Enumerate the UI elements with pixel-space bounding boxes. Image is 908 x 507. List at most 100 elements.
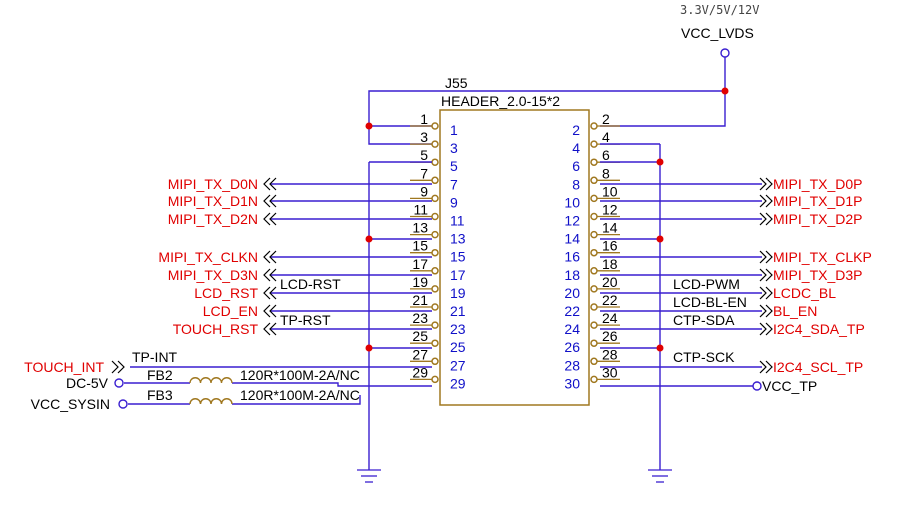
vcc-lvds-power-symbol (720, 48, 730, 58)
port-arrow-icon (759, 250, 773, 264)
connector-pin: 88 (572, 165, 620, 192)
junction-dot (365, 344, 373, 352)
pin-number-inner: 17 (450, 267, 466, 283)
port-arrow-icon (263, 322, 277, 336)
pin-circle (431, 357, 439, 366)
connector-pin: 25 25 (410, 328, 466, 355)
pin-number-outer: 22 (602, 292, 618, 308)
pin-number-outer: 8 (602, 165, 610, 181)
connector-ref: J55 (445, 75, 468, 91)
port-arrow-icon (263, 286, 277, 300)
pin-number-inner: 24 (564, 321, 580, 337)
pin-circle (590, 375, 598, 384)
pin-number-inner: 13 (450, 231, 466, 247)
pin-number-outer: 25 (412, 328, 428, 344)
vcc-tp-power-symbol (752, 381, 762, 391)
pin-number-inner: 30 (564, 375, 580, 391)
pin-number-inner: 12 (564, 213, 580, 229)
pin-number-inner: 10 (564, 194, 580, 210)
port-touch-rst: TOUCH_RST (173, 321, 259, 337)
net-ctp-sda: CTP-SDA (673, 312, 735, 328)
connector-left-pins: 1133557799111113131515171719192121232325… (410, 111, 466, 391)
pin-number-inner: 21 (450, 303, 466, 319)
port-arrow-icon (111, 360, 125, 374)
port-mipi-tx-d1p: MIPI_TX_D1P (773, 193, 862, 209)
port-mipi-tx-d1n: MIPI_TX_D1N (168, 193, 258, 209)
connector-pin: 22 22 (564, 292, 620, 319)
pin-number-inner: 28 (564, 357, 580, 373)
pin-number-outer: 27 (412, 346, 428, 362)
connector-pin: 24 24 (564, 310, 620, 337)
pin-number-outer: 16 (602, 238, 618, 254)
vcc-lvds-wire-left (368, 90, 725, 145)
port-arrow-icon (263, 250, 277, 264)
pin-number-inner: 27 (450, 357, 466, 373)
port-arrow-icon (263, 212, 277, 226)
connector-pin: 30 30 (564, 364, 620, 391)
pin-number-outer: 24 (602, 310, 618, 326)
pin-number-outer: 20 (602, 274, 618, 290)
pin-number-outer: 3 (420, 129, 428, 145)
port-i2c4-sda-tp: I2C4_SDA_TP (773, 321, 865, 337)
junction-dot (656, 158, 664, 166)
port-arrow-icon (759, 286, 773, 300)
port-bl-en: BL_EN (773, 303, 817, 319)
port-arrow-icon (759, 268, 773, 282)
fb3-ref: FB3 (147, 387, 173, 403)
connector-pin: 10 10 (564, 183, 620, 210)
pin-number-outer: 17 (412, 256, 428, 272)
pin-number-inner: 22 (564, 303, 580, 319)
port-arrow-icon (759, 304, 773, 318)
pin-number-inner: 7 (450, 176, 458, 192)
pin-number-outer: 2 (602, 111, 610, 127)
pin-number-inner: 6 (572, 158, 580, 174)
junction-dot (365, 235, 373, 243)
pin-number-inner: 2 (572, 122, 580, 138)
port-arrow-icon (759, 177, 773, 191)
connector-pin: 99 (410, 183, 458, 210)
pin-circle (431, 375, 439, 384)
connector-pin: 77 (410, 165, 458, 192)
pin-number-outer: 10 (602, 183, 618, 199)
pin-circle (431, 194, 439, 203)
port-mipi-tx-d3p: MIPI_TX_D3P (773, 267, 862, 283)
pin-number-outer: 13 (412, 220, 428, 236)
port-arrow-icon (263, 177, 277, 191)
pin-circle (431, 248, 439, 257)
pin-circle (431, 212, 439, 221)
pin-number-inner: 25 (450, 339, 466, 355)
connector-pin: 27 27 (410, 346, 466, 373)
dc-5v-label: DC-5V (66, 375, 109, 391)
pin-number-outer: 29 (412, 364, 428, 380)
pin-circle (431, 176, 439, 185)
pin-number-inner: 20 (564, 285, 580, 301)
dc-5v-power-symbol (114, 378, 124, 388)
pin-circle (590, 321, 598, 329)
connector-pin: 33 (410, 129, 458, 156)
port-mipi-tx-d2p: MIPI_TX_D2P (773, 211, 862, 227)
pin-number-outer: 19 (412, 274, 428, 290)
port-mipi-tx-clkp: MIPI_TX_CLKP (773, 249, 872, 265)
pin-circle (590, 303, 598, 311)
fb2-ref: FB2 (147, 367, 173, 383)
pin-number-outer: 14 (602, 220, 618, 236)
port-mipi-tx-d0n: MIPI_TX_D0N (168, 176, 258, 192)
pin-number-outer: 30 (602, 364, 618, 380)
net-ctp-sck: CTP-SCK (673, 349, 735, 365)
port-arrow-icon (263, 304, 277, 318)
junction-dot (365, 122, 373, 130)
pin-number-outer: 23 (412, 310, 428, 326)
pin-number-inner: 19 (450, 285, 466, 301)
port-arrow-icon (759, 212, 773, 226)
pin-number-inner: 18 (564, 267, 580, 283)
